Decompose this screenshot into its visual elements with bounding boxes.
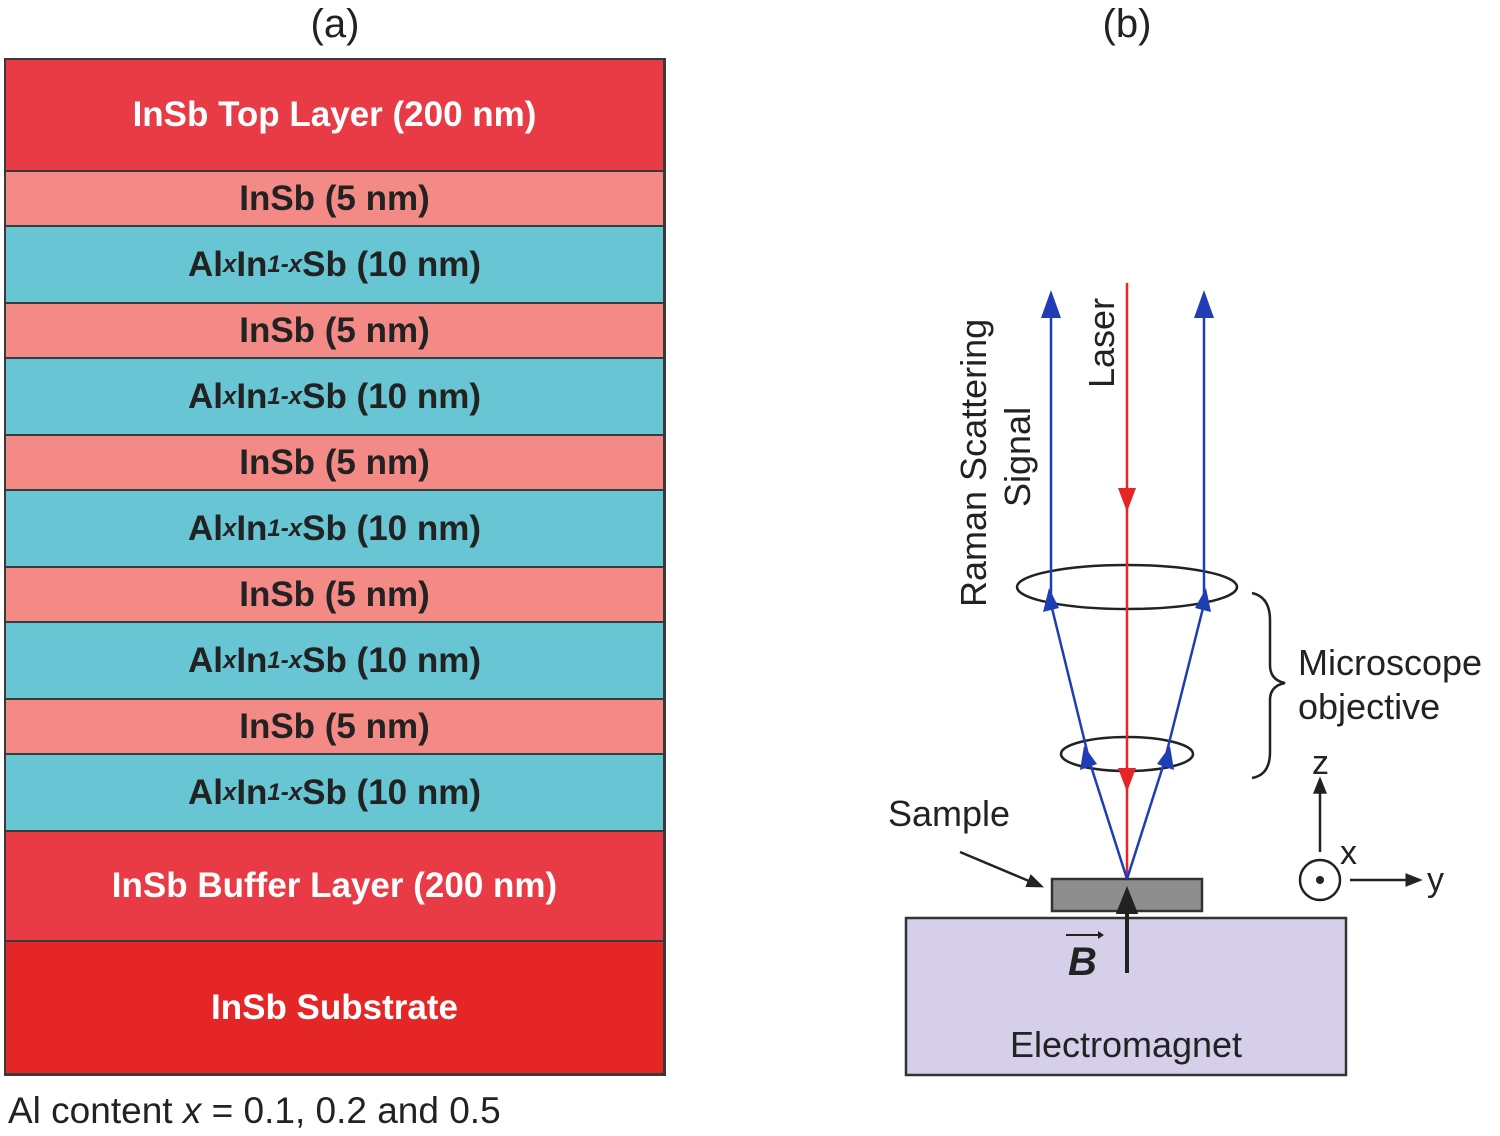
layer-well: InSb (5 nm) bbox=[6, 436, 663, 491]
raman-arrow-right-upper-lens bbox=[1195, 588, 1211, 612]
axis-x-label: x bbox=[1340, 834, 1357, 872]
axis-x-circle bbox=[1298, 858, 1342, 902]
objective-brace bbox=[1251, 591, 1286, 780]
raman-arrow-left-top bbox=[1041, 290, 1061, 318]
layer-top: InSb Top Layer (200 nm) bbox=[6, 60, 663, 172]
layer-buffer: InSb Buffer Layer (200 nm) bbox=[6, 832, 663, 942]
sample-label: Sample bbox=[888, 793, 1010, 834]
raman-arrow-right-top bbox=[1194, 290, 1214, 318]
raman-arrow-right-lower-lens bbox=[1157, 746, 1174, 770]
axis-y-label: y bbox=[1427, 861, 1444, 899]
layer-substrate: InSb Substrate bbox=[6, 942, 663, 1073]
field-vector-head bbox=[1098, 931, 1104, 939]
raman-arrow-left-lower-lens bbox=[1080, 746, 1097, 770]
sample-pointer-arrow bbox=[959, 850, 1045, 888]
field-label: B bbox=[1068, 940, 1097, 984]
laser-arrow-lower bbox=[1118, 768, 1136, 792]
raman-label-line1: Raman Scattering bbox=[953, 319, 994, 607]
panel-label-b: (b) bbox=[1102, 2, 1152, 46]
raman-ray-right bbox=[1125, 296, 1206, 880]
layer-well: InSb (5 nm) bbox=[6, 172, 663, 227]
laser-arrow-upper bbox=[1118, 488, 1136, 512]
raman-label-line2: Signal bbox=[997, 407, 1038, 507]
raman-arrow-left-upper-lens bbox=[1043, 588, 1059, 612]
layer-well: InSb (5 nm) bbox=[6, 700, 663, 755]
axis-z-label: z bbox=[1312, 744, 1329, 782]
objective-label-line1: Microscope bbox=[1298, 642, 1482, 683]
objective-label-line2: objective bbox=[1298, 686, 1440, 727]
electromagnet-label: Electromagnet bbox=[1010, 1024, 1242, 1065]
al-content-note: Al content x = 0.1, 0.2 and 0.5 bbox=[8, 1090, 501, 1131]
raman-ray-left bbox=[1049, 296, 1129, 880]
layer-well: InSb (5 nm) bbox=[6, 304, 663, 359]
axis-x-dot bbox=[1316, 876, 1324, 884]
panel-label-a: (a) bbox=[310, 2, 360, 46]
laser-label: Laser bbox=[1081, 298, 1122, 388]
layer-well: InSb (5 nm) bbox=[6, 568, 663, 623]
